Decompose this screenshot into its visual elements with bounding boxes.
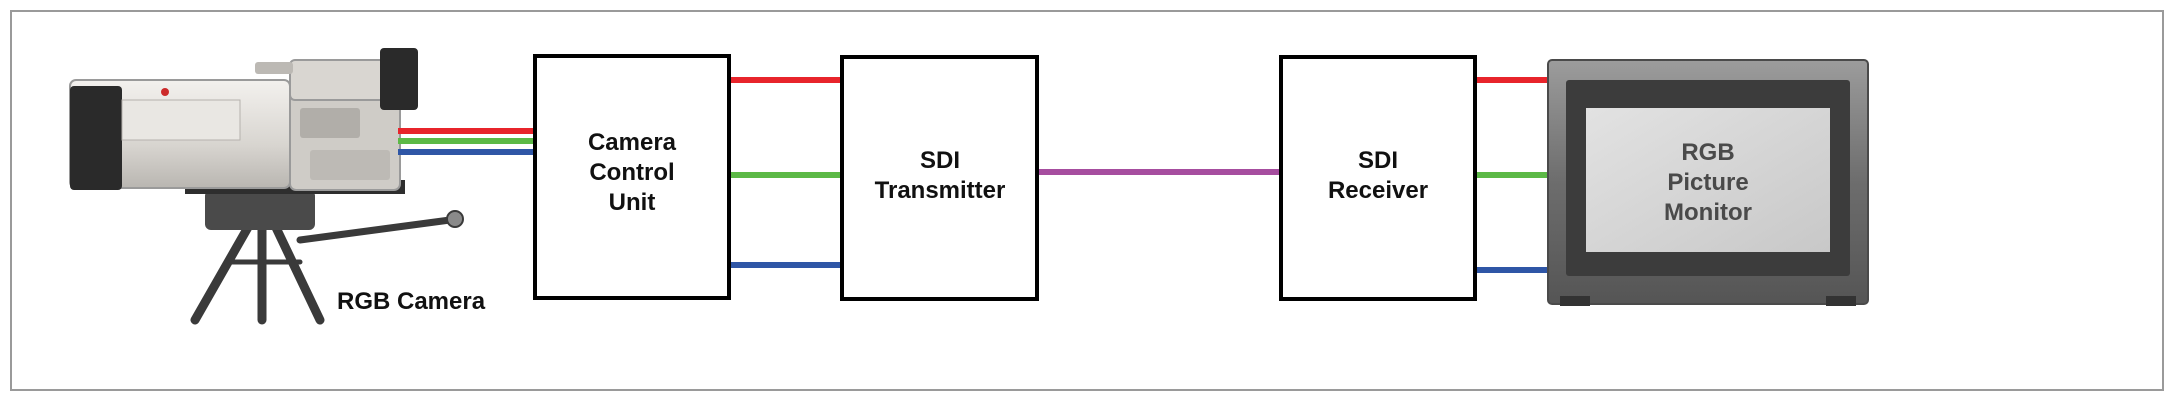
ccu-label-line-1: Camera: [588, 129, 677, 156]
camera-label: RGB Camera: [337, 288, 486, 315]
lens-icon: [70, 86, 122, 190]
signal-lines: [398, 77, 1548, 273]
pan-head: [205, 190, 315, 230]
tripod-icon: [190, 210, 464, 325]
monitor-screen: [1586, 108, 1830, 252]
camera-control-unit-block: Camera Control Unit: [533, 54, 731, 300]
monitor-label-line-2: Picture: [1667, 169, 1748, 196]
receiver-label-line-2: Receiver: [1328, 177, 1428, 204]
sdi-receiver-block: SDI Receiver: [1279, 55, 1477, 301]
monitor-label-line-3: Monitor: [1664, 199, 1752, 226]
rgb-camera-image: [69, 48, 464, 325]
rgb-picture-monitor: RGB Picture Monitor: [1547, 59, 1869, 306]
transmitter-label-line-2: Transmitter: [875, 177, 1006, 204]
receiver-label-line-1: SDI: [1358, 147, 1398, 174]
ccu-label-line-2: Control: [589, 159, 674, 186]
ccu-label-line-3: Unit: [609, 189, 656, 216]
sdi-transmitter-block: SDI Transmitter: [840, 55, 1039, 301]
transmitter-label-line-1: SDI: [920, 147, 960, 174]
monitor-label-line-1: RGB: [1681, 139, 1734, 166]
